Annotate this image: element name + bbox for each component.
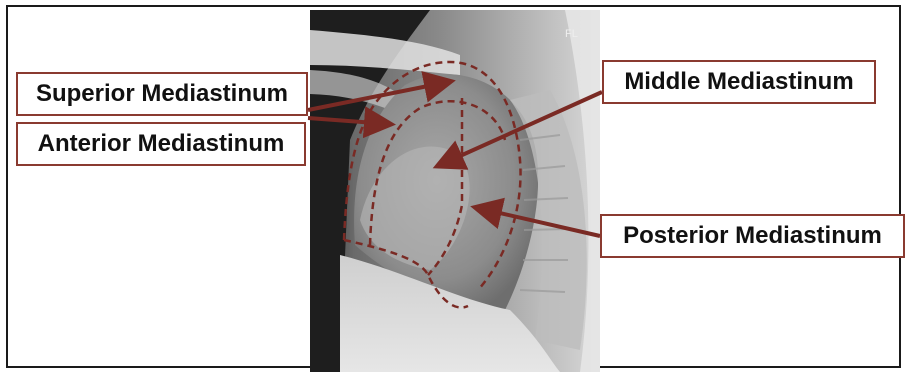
diaphragm-outline <box>344 240 468 308</box>
arrow-anterior <box>308 118 388 124</box>
label-middle-mediastinum: Middle Mediastinum <box>602 60 876 104</box>
middle-region-outline <box>370 101 505 245</box>
anterior-region-outline <box>428 98 462 275</box>
label-anterior-mediastinum: Anterior Mediastinum <box>16 122 306 166</box>
label-posterior-mediastinum: Posterior Mediastinum <box>600 214 905 258</box>
label-superior-mediastinum: Superior Mediastinum <box>16 72 308 116</box>
arrow-posterior <box>478 208 600 236</box>
